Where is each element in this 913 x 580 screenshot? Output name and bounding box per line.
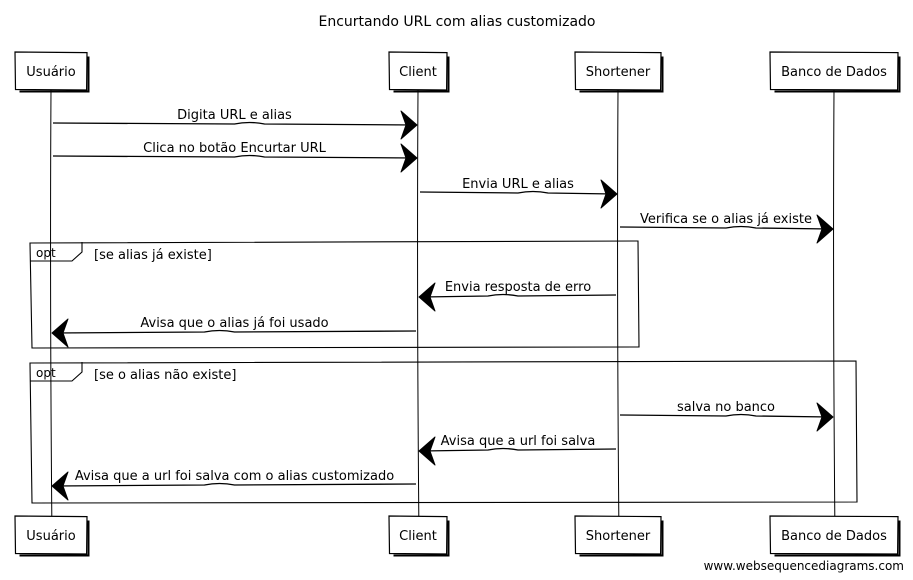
fragments: opt [se alias já existe] opt [se o alias nã… bbox=[29, 240, 858, 504]
participant-client-top: Client bbox=[388, 51, 450, 93]
box-shadow bbox=[393, 56, 450, 93]
message-1: Digita URL e alias bbox=[52, 108, 418, 140]
message-label: Digita URL e alias bbox=[177, 108, 292, 123]
arrow-head-icon bbox=[51, 318, 69, 348]
lifeline-banco-de-dados bbox=[833, 89, 836, 517]
box-outline bbox=[14, 515, 88, 555]
participant-banco-de-dados-bottom: Banco de Dados bbox=[769, 515, 901, 557]
fragment-tab bbox=[30, 362, 83, 382]
lifelines bbox=[50, 89, 836, 517]
message-5: Envia resposta de erro bbox=[418, 280, 617, 312]
message-line bbox=[421, 447, 617, 452]
message-label: Envia resposta de erro bbox=[445, 280, 591, 295]
box-outline bbox=[388, 515, 448, 555]
participant-usuario-bottom: Usuário bbox=[14, 515, 90, 557]
message-line bbox=[52, 154, 415, 159]
message-line bbox=[421, 293, 617, 298]
fragment-tab bbox=[30, 242, 83, 262]
message-label: salva no banco bbox=[677, 400, 775, 415]
arrow-head-icon bbox=[816, 402, 834, 432]
message-line bbox=[619, 413, 831, 418]
box-shadow bbox=[774, 56, 901, 93]
box-outline bbox=[769, 51, 899, 91]
opt-fragment-2: opt [se o alias não existe] bbox=[29, 360, 858, 504]
participant-label: Usuário bbox=[26, 529, 75, 544]
message-line bbox=[54, 482, 417, 487]
box-outline bbox=[574, 515, 662, 555]
message-line bbox=[54, 329, 417, 334]
participant-label: Usuário bbox=[26, 65, 75, 80]
box-shadow bbox=[393, 520, 450, 557]
box-shadow bbox=[774, 520, 901, 557]
message-4: Verifica se o alias já existe bbox=[619, 212, 834, 244]
participant-usuario-top: Usuário bbox=[14, 51, 90, 93]
message-2: Clica no botão Encurtar URL bbox=[52, 141, 418, 173]
box-outline bbox=[388, 51, 448, 91]
arrow-head-icon bbox=[400, 143, 418, 173]
box-shadow bbox=[19, 56, 90, 93]
box-shadow bbox=[579, 56, 664, 93]
box-shadow bbox=[19, 520, 90, 557]
message-line bbox=[619, 225, 831, 230]
message-label: Avisa que a url foi salva bbox=[441, 434, 596, 449]
lifeline-usuario bbox=[50, 89, 53, 517]
arrow-head-icon bbox=[400, 110, 418, 140]
diagram-title: Encurtando URL com alias customizado bbox=[319, 14, 596, 30]
message-line bbox=[52, 121, 415, 126]
box-shadow bbox=[579, 520, 664, 557]
message-6: Avisa que o alias já foi usado bbox=[51, 316, 417, 348]
participant-shortener-bottom: Shortener bbox=[574, 515, 664, 557]
fragment-border bbox=[29, 360, 858, 504]
arrow-head-icon bbox=[418, 282, 436, 312]
message-line bbox=[419, 190, 615, 195]
participant-client-bottom: Client bbox=[388, 515, 450, 557]
box-outline bbox=[574, 51, 662, 91]
arrow-head-icon bbox=[51, 471, 69, 501]
fragment-condition: [se o alias não existe] bbox=[94, 368, 236, 383]
message-8: Avisa que a url foi salva bbox=[418, 434, 617, 466]
arrow-head-icon bbox=[816, 214, 834, 244]
message-label: Clica no botão Encurtar URL bbox=[143, 141, 327, 156]
participant-label: Shortener bbox=[586, 65, 651, 80]
message-label: Avisa que a url foi salva com o alias cu… bbox=[75, 469, 394, 484]
box-outline bbox=[14, 51, 88, 91]
participant-boxes: UsuárioUsuárioClientClientShortenerShort… bbox=[14, 51, 901, 557]
lifeline-client bbox=[417, 89, 420, 517]
message-9: Avisa que a url foi salva com o alias cu… bbox=[51, 469, 417, 501]
message-3: Envia URL e alias bbox=[419, 177, 618, 209]
message-7: salva no banco bbox=[619, 400, 834, 432]
participant-banco-de-dados-top: Banco de Dados bbox=[769, 51, 901, 93]
participant-label: Shortener bbox=[586, 529, 651, 544]
opt-fragment-1: opt [se alias já existe] bbox=[29, 240, 640, 349]
fragment-condition: [se alias já existe] bbox=[94, 248, 212, 263]
participant-label: Banco de Dados bbox=[781, 65, 887, 80]
fragment-operator: opt bbox=[36, 246, 56, 260]
watermark: www.websequencediagrams.com bbox=[704, 559, 904, 573]
message-label: Envia URL e alias bbox=[462, 177, 574, 192]
participant-shortener-top: Shortener bbox=[574, 51, 664, 93]
participant-label: Client bbox=[399, 65, 437, 80]
box-outline bbox=[769, 515, 899, 555]
message-label: Avisa que o alias já foi usado bbox=[140, 316, 328, 331]
participant-label: Client bbox=[399, 529, 437, 544]
fragment-operator: opt bbox=[36, 366, 56, 380]
message-label: Verifica se o alias já existe bbox=[640, 212, 812, 227]
participant-label: Banco de Dados bbox=[781, 529, 887, 544]
lifeline-shortener bbox=[617, 89, 620, 517]
arrow-head-icon bbox=[418, 436, 436, 466]
fragment-border bbox=[29, 240, 640, 349]
arrow-head-icon bbox=[600, 179, 618, 209]
